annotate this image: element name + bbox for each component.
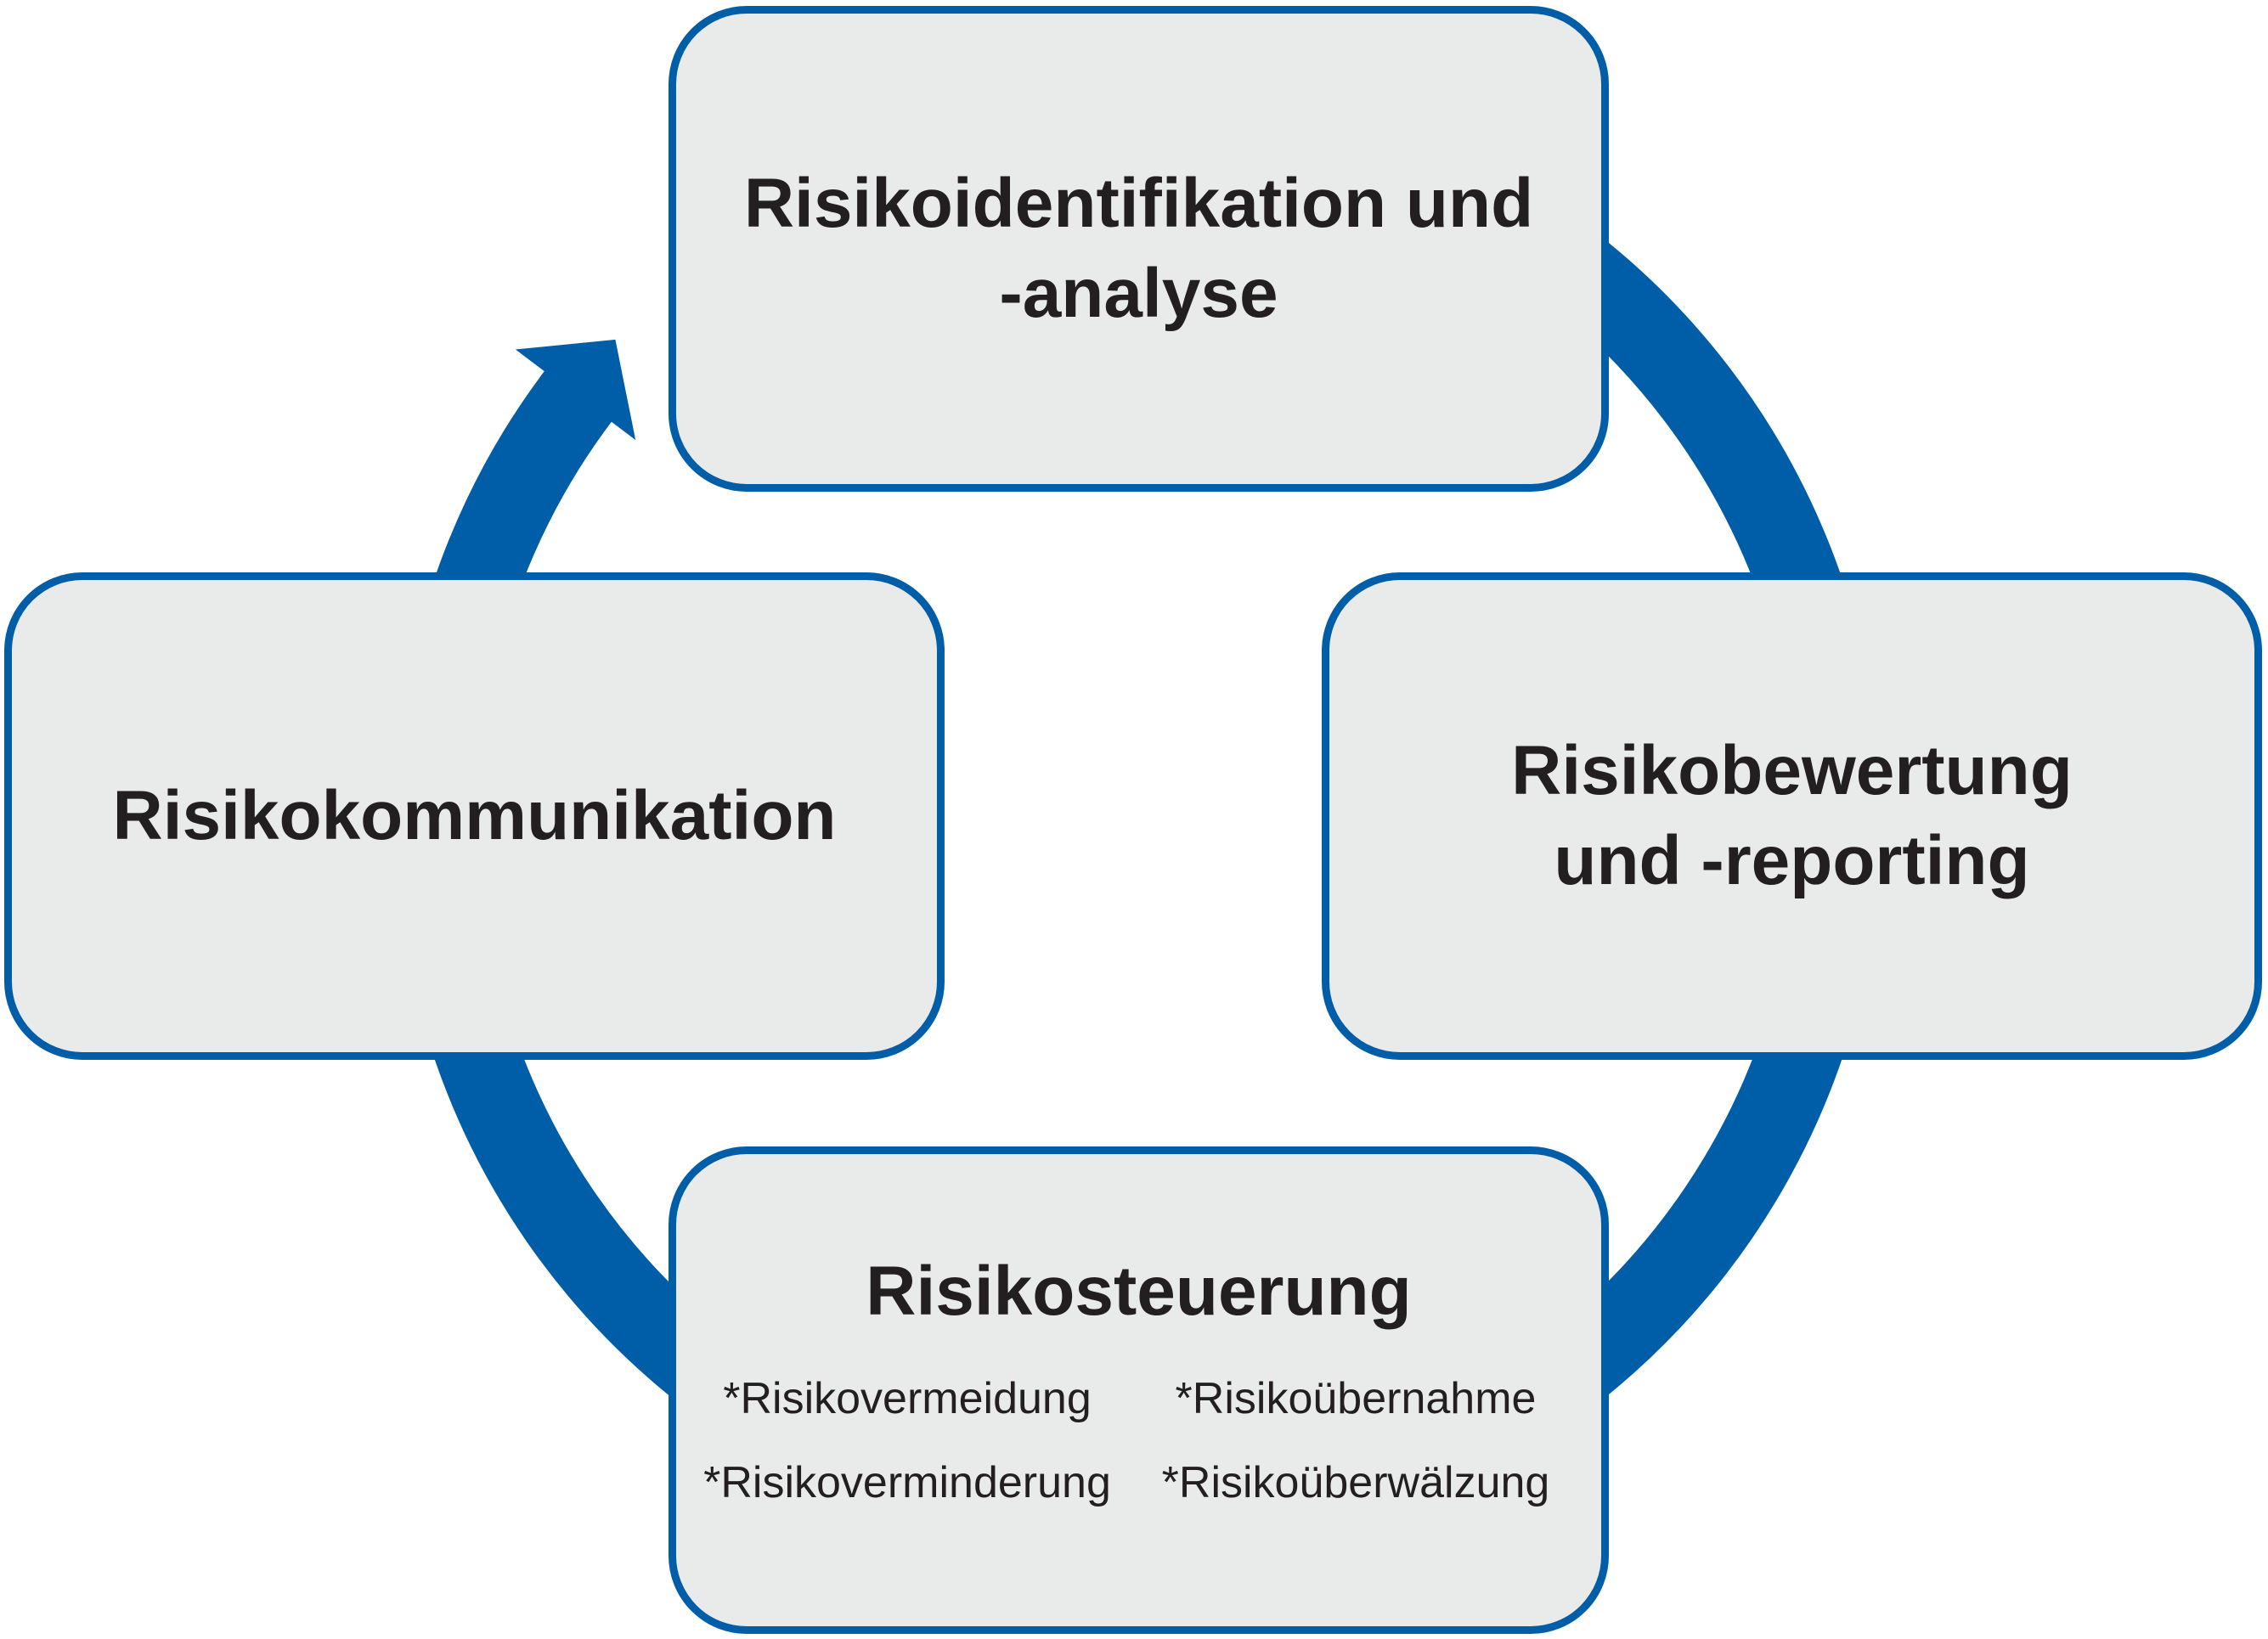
stage-title: Risikosteuerung [866, 1253, 1412, 1330]
stage-risk-communication: Risikokommunikation [4, 572, 945, 1060]
stage-label-line-2: und -reporting [1554, 822, 2030, 899]
stage-risk-control: Risikosteuerung *Risikovermeidung *Risik… [669, 1146, 1609, 1634]
stage-label-line-1: Risikobewertung [1511, 732, 2073, 809]
measure-item: *Risikoüberwälzung [1161, 1458, 1550, 1507]
measure-item: *Risikovermeidung [723, 1374, 1092, 1423]
stage-risk-identification: Risikoidentifikation und -analyse [669, 6, 1609, 492]
stage-label-line-1: Risikoidentifikation und [743, 165, 1534, 242]
measure-item: *Risikoübernahme [1175, 1374, 1537, 1423]
measure-item: *Risikoverminderung [703, 1458, 1111, 1507]
cycle-arrowhead-icon [515, 339, 636, 441]
stage-label-line-1: Risikokommunikation [112, 777, 837, 854]
stage-label-line-2: -analyse [999, 255, 1278, 332]
stage-risk-assessment: Risikobewertung und -reporting [1322, 572, 2262, 1060]
